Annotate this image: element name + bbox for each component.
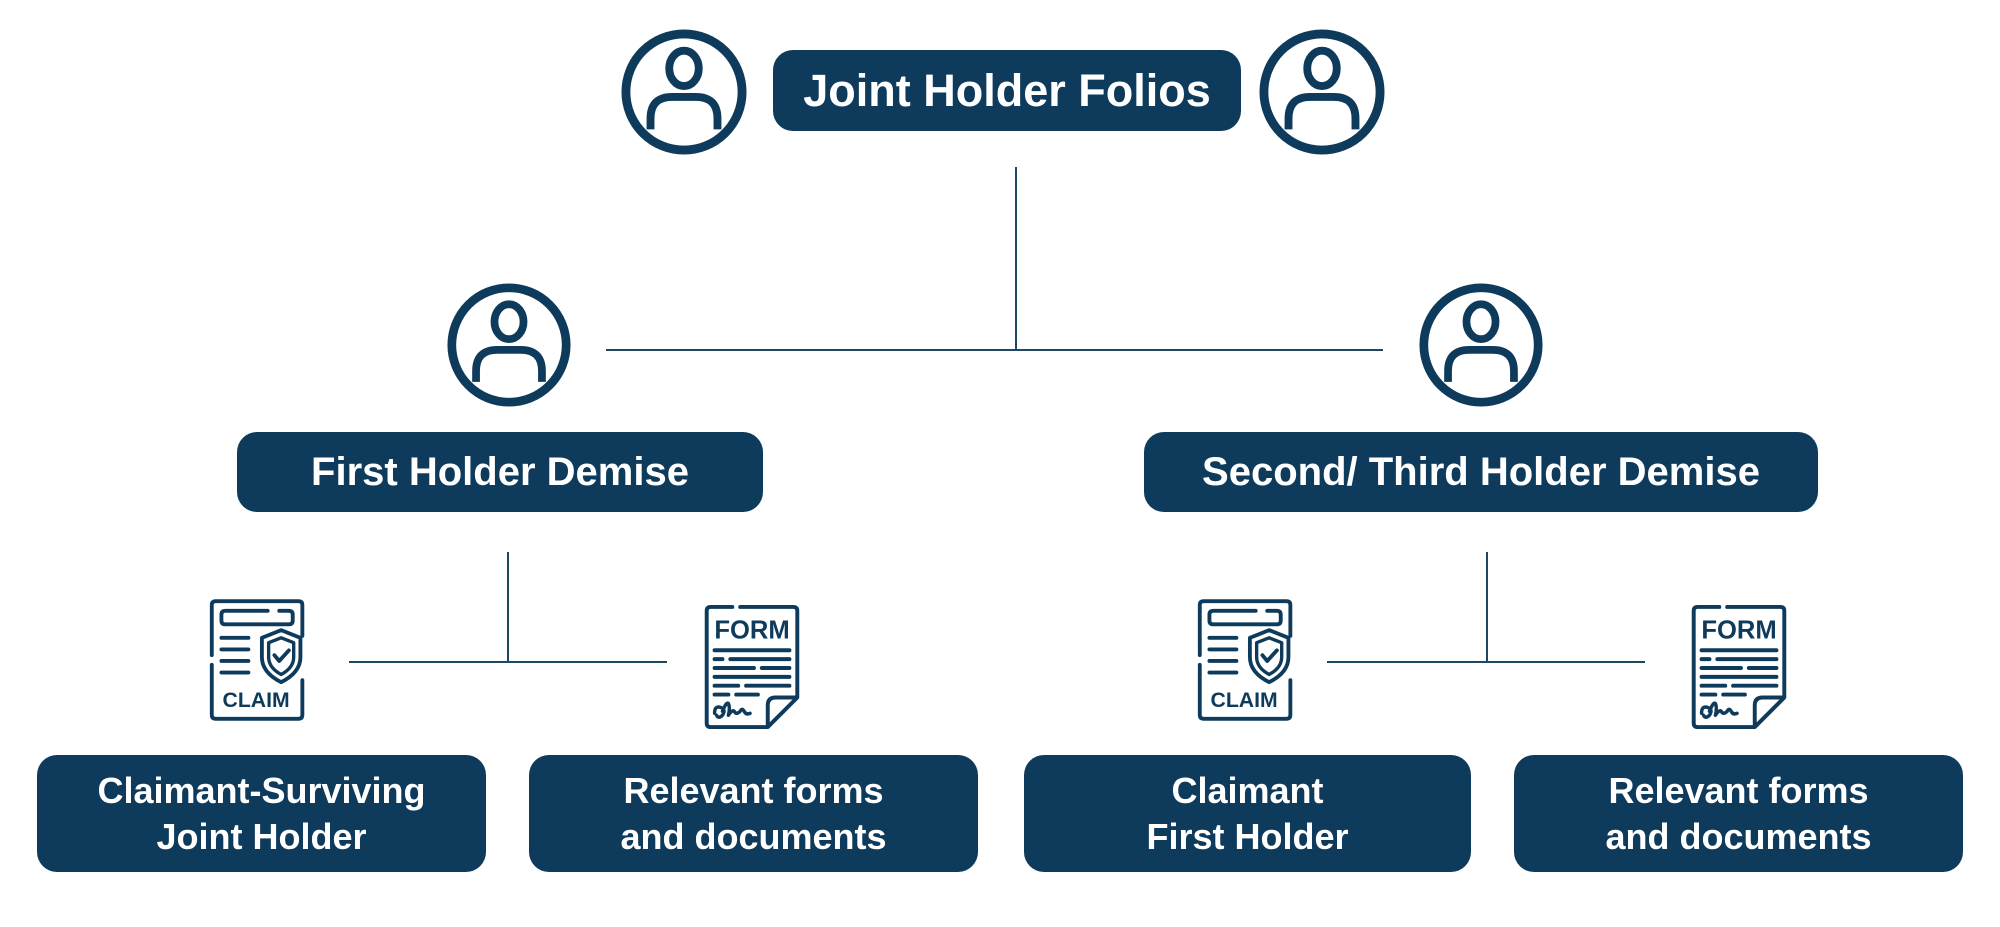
connector-root-vertical [1015,167,1017,351]
connector-branch1-vertical [507,552,509,663]
leaf-node-relevant-forms-documents: Relevant forms and documents [529,755,978,872]
leaf-line-2: and documents [620,815,887,857]
leaf-node-relevant-forms-documents: Relevant forms and documents [1514,755,1963,872]
form-document-icon: FORM [702,603,802,731]
branch-node-second-third-holder-demise: Second/ Third Holder Demise [1144,432,1818,512]
form-icon-text: FORM [714,616,789,644]
branch-node-label: Second/ Third Holder Demise [1202,449,1760,494]
person-circle-icon [1418,282,1544,408]
form-icon-text: FORM [1701,616,1776,644]
connector-branch2-horizontal [1327,661,1645,663]
branch-node-first-holder-demise: First Holder Demise [237,432,763,512]
leaf-line-1: Relevant forms [623,769,884,811]
leaf-line-1: Relevant forms [1608,769,1869,811]
person-circle-icon [620,28,748,156]
root-node-label: Joint Holder Folios [803,64,1211,116]
leaf-line-1: Claimant-Surviving [97,769,426,811]
claim-document-icon: CLAIM [1194,597,1300,723]
claim-icon-text: CLAIM [223,689,290,712]
connector-branch2-vertical [1486,552,1488,663]
leaf-line-2: and documents [1605,815,1872,857]
connector-root-horizontal [606,349,1383,351]
root-node-joint-holder-folios: Joint Holder Folios [773,50,1241,131]
connector-branch1-horizontal [349,661,667,663]
leaf-node-claimant-first-holder: Claimant First Holder [1024,755,1471,872]
person-circle-icon [446,282,572,408]
leaf-node-claimant-surviving-joint-holder: Claimant-Surviving Joint Holder [37,755,486,872]
form-document-icon: FORM [1689,603,1789,731]
claim-document-icon: CLAIM [206,597,312,723]
branch-node-label: First Holder Demise [311,449,689,494]
person-circle-icon [1258,28,1386,156]
claim-icon-text: CLAIM [1211,689,1278,712]
leaf-line-1: Claimant [1171,769,1324,811]
leaf-line-2: First Holder [1146,815,1349,857]
leaf-line-2: Joint Holder [156,815,367,857]
